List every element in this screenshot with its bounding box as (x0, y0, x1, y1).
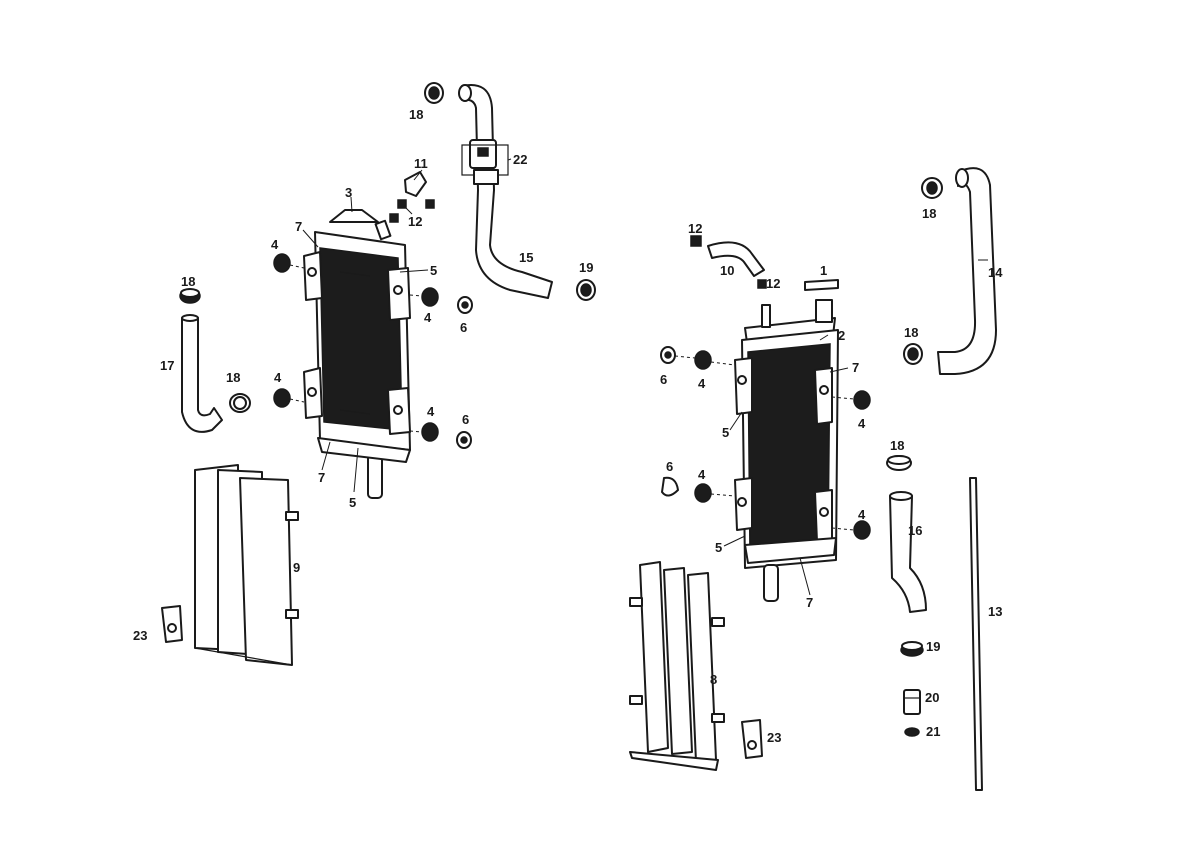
callout-6: 6 (460, 320, 467, 335)
right-radiator (734, 299, 839, 602)
callout-23: 23 (767, 730, 781, 745)
callout-18: 18 (181, 274, 195, 289)
callout-7: 7 (318, 470, 325, 485)
callout-4: 4 (427, 404, 435, 419)
callout-1: 1 (820, 263, 827, 278)
callout-4: 4 (274, 370, 282, 385)
callout-5: 5 (722, 425, 729, 440)
left-radiator (303, 209, 411, 499)
right-small-hose (690, 235, 839, 291)
callout-7: 7 (295, 219, 302, 234)
callout-10: 10 (720, 263, 734, 278)
callout-18: 18 (409, 107, 423, 122)
callout-22: 22 (513, 152, 527, 167)
callout-5: 5 (349, 495, 356, 510)
callout-7: 7 (806, 595, 813, 610)
left-lower-hose (181, 314, 223, 433)
callout-11: 11 (414, 156, 428, 171)
left-small-fittings (389, 171, 435, 223)
callout-4: 4 (424, 310, 432, 325)
callout-5: 5 (430, 263, 437, 278)
callout-20: 20 (925, 690, 939, 705)
callout-3: 3 (345, 185, 352, 200)
callout-5: 5 (715, 540, 722, 555)
callout-12: 12 (688, 221, 702, 236)
callout-15: 15 (519, 250, 533, 265)
callout-12: 12 (766, 276, 780, 291)
right-grommets (660, 346, 871, 540)
vent-tube (969, 477, 983, 791)
callout-6: 6 (462, 412, 469, 427)
callout-4: 4 (271, 237, 279, 252)
callout-21: 21 (926, 724, 940, 739)
callout-19: 19 (926, 639, 940, 654)
drain-plug (903, 689, 921, 737)
callout-2: 2 (838, 328, 845, 343)
right-clamps (886, 177, 943, 657)
callout-7: 7 (852, 360, 859, 375)
left-grommets (273, 253, 473, 449)
right-lower-hose (889, 491, 927, 613)
left-clamps (179, 288, 251, 413)
upper-left-hose (458, 84, 553, 299)
callout-14: 14 (988, 265, 1003, 280)
callout-13: 13 (988, 604, 1002, 619)
callout-6: 6 (666, 459, 673, 474)
callout-23: 23 (133, 628, 147, 643)
callout-4: 4 (858, 416, 866, 431)
callout-12: 12 (408, 214, 422, 229)
upper-clamps (424, 82, 596, 301)
right-upper-hose (937, 167, 997, 375)
callout-18: 18 (904, 325, 918, 340)
right-radiator-guard (629, 561, 763, 771)
callout-labels: 1 2 3 4 4 4 4 4 4 4 4 5 5 5 5 6 6 6 6 7 … (133, 107, 1003, 745)
callout-4: 4 (858, 507, 866, 522)
callout-18: 18 (890, 438, 904, 453)
callout-16: 16 (908, 523, 922, 538)
callout-18: 18 (226, 370, 240, 385)
callout-4: 4 (698, 467, 706, 482)
callout-6: 6 (660, 372, 667, 387)
leader-lines (302, 158, 988, 596)
callout-9: 9 (293, 560, 300, 575)
callout-8: 8 (710, 672, 717, 687)
callout-4: 4 (698, 376, 706, 391)
callout-19: 19 (579, 260, 593, 275)
left-radiator-guard (161, 464, 299, 666)
callout-17: 17 (160, 358, 174, 373)
callout-18: 18 (922, 206, 936, 221)
